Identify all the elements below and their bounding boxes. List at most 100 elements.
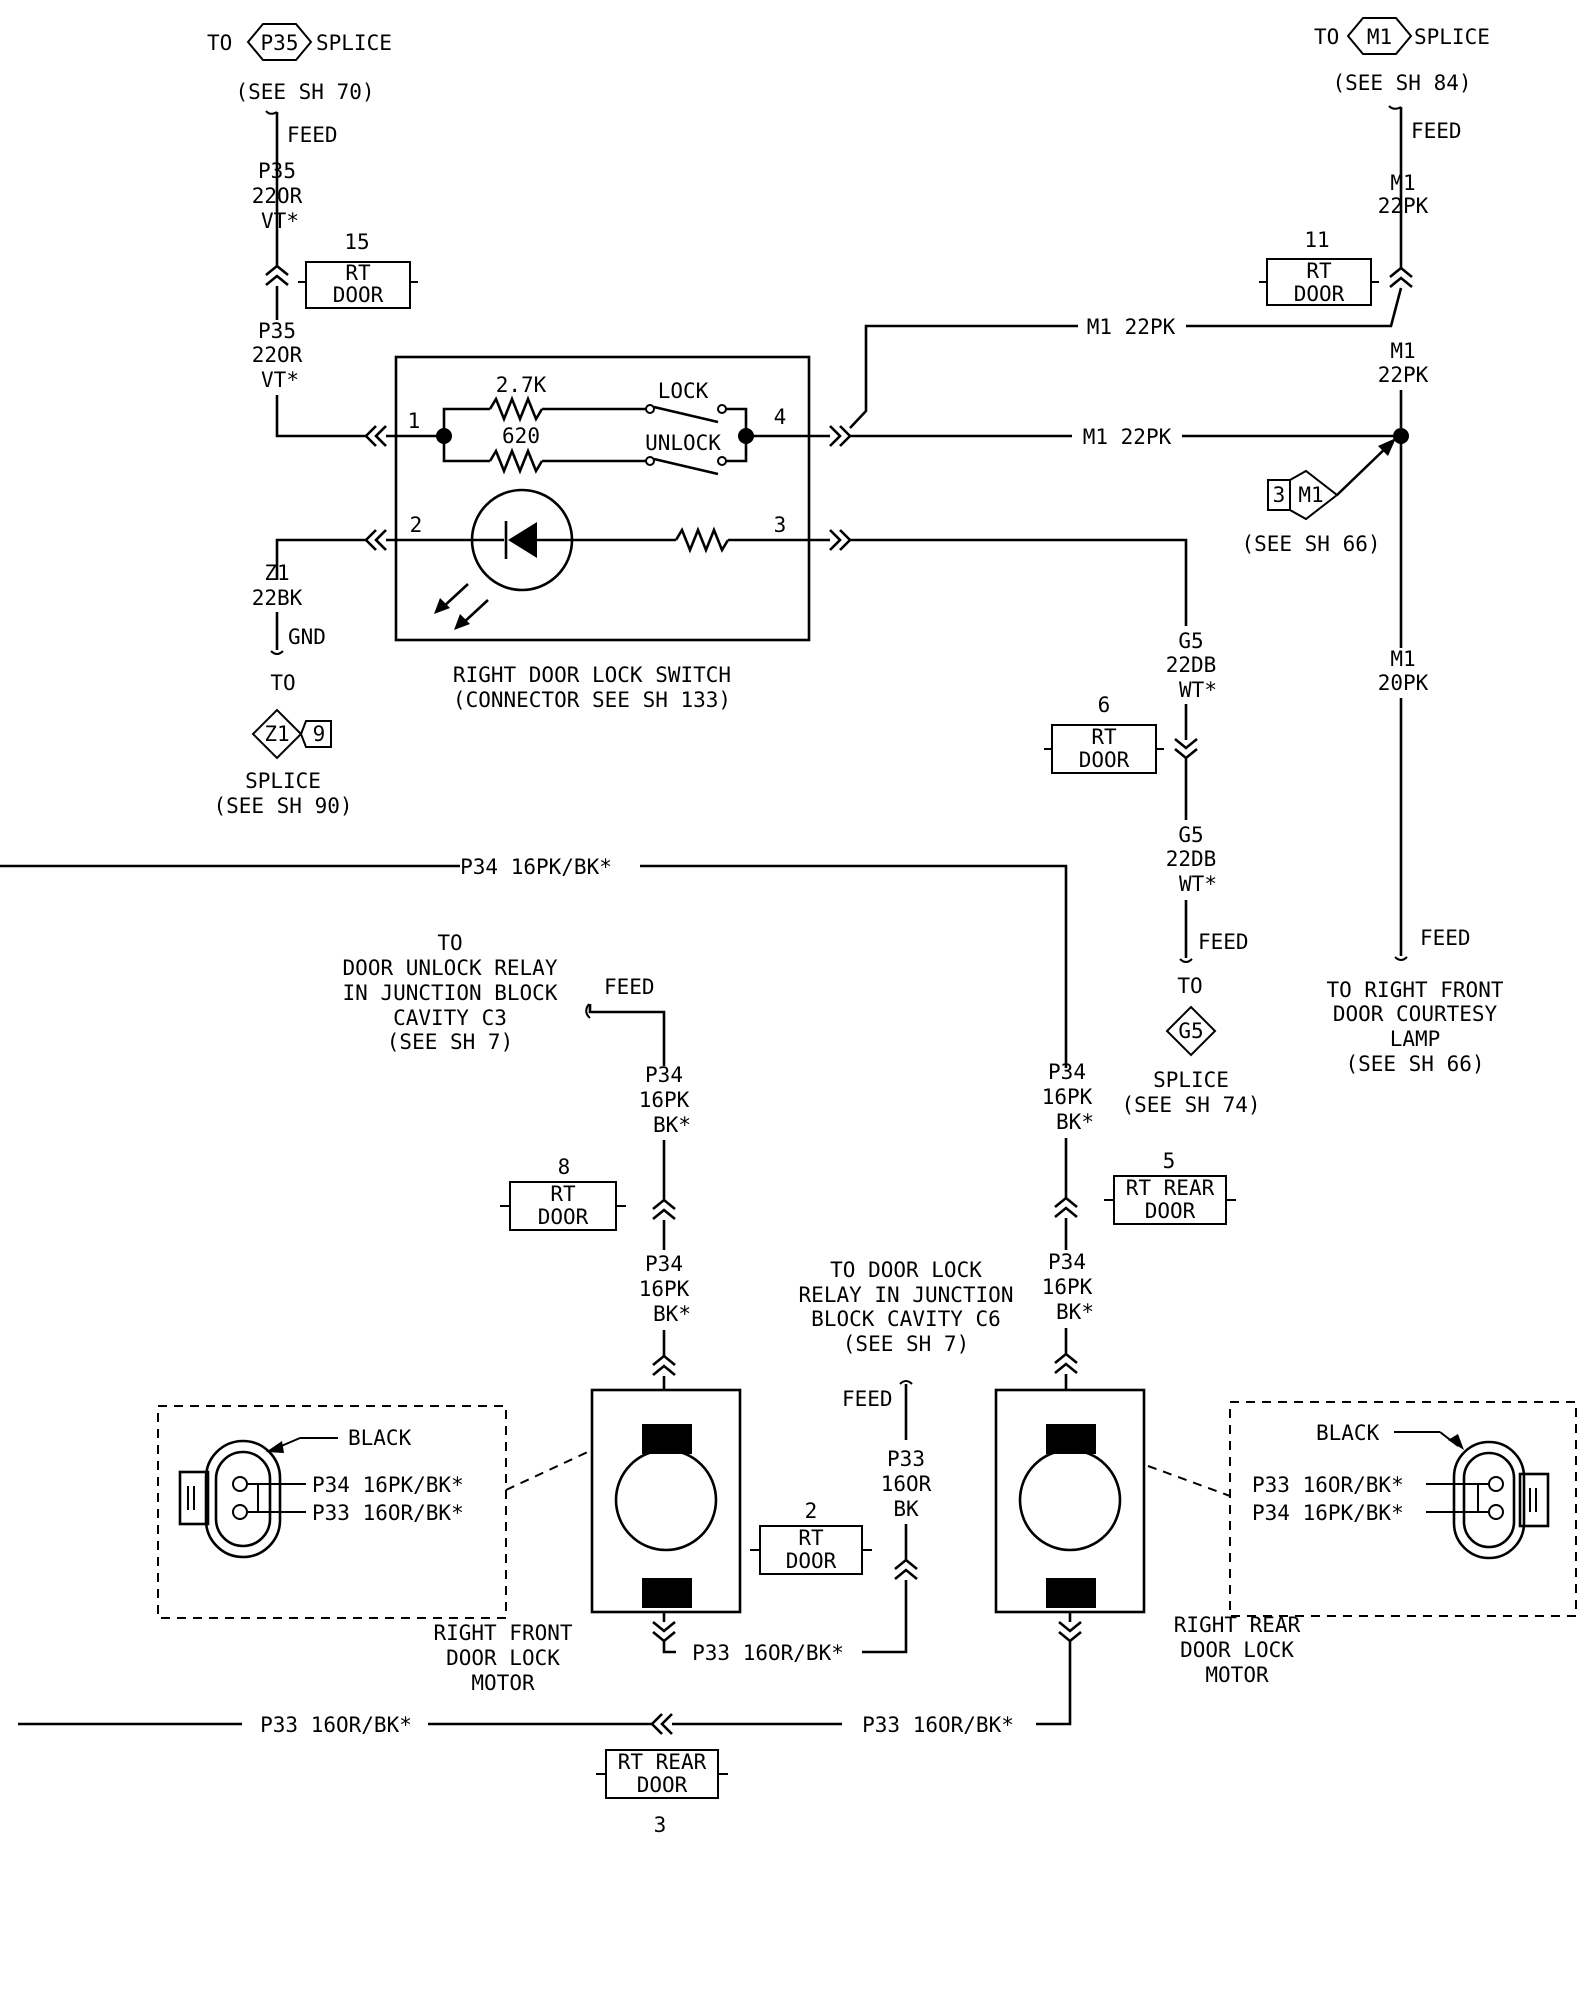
label-conn-2-line2: DOOR — [786, 1549, 837, 1573]
rt-door-connector-6: 6 RT DOOR — [1044, 693, 1164, 774]
courtesy-lamp-reference: FEED TO RIGHT FRONT DOOR COURTESY LAMP (… — [1326, 926, 1503, 1076]
label-unlock-relay-lines-0: TO — [437, 931, 462, 955]
rt-door-connector-11: 11 RT DOOR — [1259, 228, 1379, 306]
label-wire-p34-d-0: P34 — [1048, 1250, 1086, 1274]
label-wire-p35-lower-1: 22OR — [252, 343, 303, 367]
front-motor-connector: BLACK P34 16PK/BK* P33 16OR/BK* — [157, 1405, 593, 1619]
label-front-motor-1: DOOR LOCK — [446, 1646, 560, 1670]
label-rear-motor-1: DOOR LOCK — [1180, 1638, 1294, 1662]
label-switch-lock: LOCK — [658, 379, 709, 403]
label-ground-wire-1: 22BK — [252, 586, 303, 610]
label-g5-feed-code: G5 — [1178, 1019, 1203, 1043]
label-conn-5-line2: DOOR — [1145, 1199, 1196, 1223]
label-front-connector-pinB: P33 16OR/BK* — [312, 1501, 464, 1525]
label-wire-g5-lower-0: G5 — [1178, 823, 1203, 847]
label-wire-p35-lower-0: P35 — [258, 319, 296, 343]
label-ground-num: 9 — [313, 722, 326, 746]
label-top-left-ref-code: P35 — [261, 31, 299, 55]
label-wire-p34-top: P34 16PK/BK* — [460, 855, 612, 879]
label-wire-m1-20pk-0: M1 — [1390, 647, 1415, 671]
label-wire-p34-a-2: BK* — [653, 1113, 691, 1137]
label-courtesy-lamp-feed: FEED — [1420, 926, 1471, 950]
label-rear-connector-color: BLACK — [1316, 1421, 1380, 1445]
label-wire-g5-upper-2: WT* — [1179, 678, 1217, 702]
label-unlock-relay-feed: FEED — [604, 975, 655, 999]
label-rear-connector-pinB: P34 16PK/BK* — [1252, 1501, 1404, 1525]
label-ground-code: Z1 — [264, 722, 289, 746]
label-conn-3-line2: DOOR — [637, 1773, 688, 1797]
label-wire-p34-a-1: 16PK — [639, 1088, 690, 1112]
label-wire-g5-lower-2: WT* — [1179, 872, 1217, 896]
label-top-left-ref-feed: FEED — [287, 123, 338, 147]
label-conn-8-line2: DOOR — [538, 1205, 589, 1229]
label-ground-splice: SPLICE — [245, 769, 321, 793]
label-conn-5-number: 5 — [1163, 1149, 1176, 1173]
label-switch-pin1: 1 — [408, 409, 421, 433]
label-ground-to: TO — [270, 671, 295, 695]
label-ground-wire-0: Z1 — [264, 561, 289, 585]
label-wire-p34-c-0: P34 — [1048, 1060, 1086, 1084]
g5-wire-upper: G5 22DB WT* — [1166, 629, 1217, 702]
label-courtesy-lamp-lines-3: (SEE SH 66) — [1345, 1052, 1484, 1076]
label-wire-m1-20pk-1: 20PK — [1378, 671, 1429, 695]
label-wire-p35-upper-1: 22OR — [252, 184, 303, 208]
label-wire-g5-upper-0: G5 — [1178, 629, 1203, 653]
label-conn-2-number: 2 — [805, 1499, 818, 1523]
label-lock-relay-feed: FEED — [842, 1387, 893, 1411]
label-wire-p34-a-0: P34 — [645, 1063, 683, 1087]
label-wire-m1-h2: M1 22PK — [1083, 425, 1172, 449]
door-lock-relay-reference: TO DOOR LOCK RELAY IN JUNCTION BLOCK CAV… — [799, 1258, 1014, 1411]
label-switch-pin3: 3 — [774, 513, 787, 537]
label-front-motor-2: MOTOR — [471, 1671, 535, 1695]
label-top-left-ref-see: (SEE SH 70) — [235, 80, 374, 104]
rt-door-connector-2: 2 RT DOOR — [750, 1499, 872, 1575]
label-wire-p34-b-0: P34 — [645, 1252, 683, 1276]
label-switch-pin4: 4 — [774, 405, 787, 429]
label-conn-15-line2: DOOR — [333, 283, 384, 307]
label-unlock-relay-lines-2: IN JUNCTION BLOCK — [343, 981, 558, 1005]
g5-wire-lower: G5 22DB WT* — [1166, 823, 1217, 896]
label-switch-title1: RIGHT DOOR LOCK SWITCH — [453, 663, 731, 687]
label-conn-15-line1: RT — [345, 261, 371, 285]
label-conn-11-line1: RT — [1306, 259, 1332, 283]
label-wire-p34-b-1: 16PK — [639, 1277, 690, 1301]
label-g5-feed-splice: SPLICE — [1153, 1068, 1229, 1092]
label-ground-gnd: GND — [288, 625, 326, 649]
label-switch-r2: 620 — [502, 424, 540, 448]
label-ground-see: (SEE SH 90) — [213, 794, 352, 818]
label-front-connector-color: BLACK — [348, 1426, 412, 1450]
label-unlock-relay-lines-1: DOOR UNLOCK RELAY — [343, 956, 558, 980]
label-conn-2-line1: RT — [798, 1526, 824, 1550]
label-rear-motor-2: MOTOR — [1205, 1663, 1269, 1687]
label-unlock-relay-lines-4: (SEE SH 7) — [387, 1030, 513, 1054]
label-top-left-ref-to: TO — [207, 31, 232, 55]
label-wire-g5-lower-1: 22DB — [1166, 847, 1217, 871]
rt-rear-door-connector-3: RT REAR DOOR 3 — [596, 1749, 728, 1837]
label-switch-title2: (CONNECTOR SEE SH 133) — [453, 688, 731, 712]
g5-splice-reference: FEED TO G5 SPLICE (SEE SH 74) — [1121, 930, 1260, 1117]
label-wire-p33-left: P33 16OR/BK* — [260, 1713, 412, 1737]
right-door-lock-switch: 1 2.7K 620 LOCK UNLOCK 4 2 — [364, 355, 852, 712]
label-m1-splice3-number: 3 — [1273, 483, 1286, 507]
label-conn-8-line1: RT — [550, 1182, 576, 1206]
label-m1-splice3-code: M1 — [1298, 483, 1323, 507]
label-conn-11-number: 11 — [1304, 228, 1329, 252]
label-top-left-ref-splice: SPLICE — [316, 31, 392, 55]
label-top-right-ref-to: TO — [1314, 25, 1339, 49]
label-wire-p34-c-1: 16PK — [1042, 1085, 1093, 1109]
label-wire-p34-d-1: 16PK — [1042, 1275, 1093, 1299]
label-front-motor-0: RIGHT FRONT — [433, 1621, 572, 1645]
label-courtesy-lamp-lines-1: DOOR COURTESY — [1333, 1002, 1498, 1026]
label-switch-pin2: 2 — [410, 513, 423, 537]
label-m1-splice3-see: (SEE SH 66) — [1241, 532, 1380, 556]
label-conn-8-number: 8 — [558, 1155, 571, 1179]
label-top-right-ref-splice: SPLICE — [1414, 25, 1490, 49]
label-wire-g5-upper-1: 22DB — [1166, 653, 1217, 677]
label-rear-connector-pinA: P33 16OR/BK* — [1252, 1473, 1404, 1497]
label-conn-6-line1: RT — [1091, 725, 1117, 749]
label-wire-p35-upper-2: VT* — [261, 209, 299, 233]
door-unlock-relay-reference: TO DOOR UNLOCK RELAY IN JUNCTION BLOCK C… — [343, 931, 655, 1054]
rt-door-connector-8: 8 RT DOOR — [500, 1155, 626, 1231]
label-conn-11-line2: DOOR — [1294, 282, 1345, 306]
